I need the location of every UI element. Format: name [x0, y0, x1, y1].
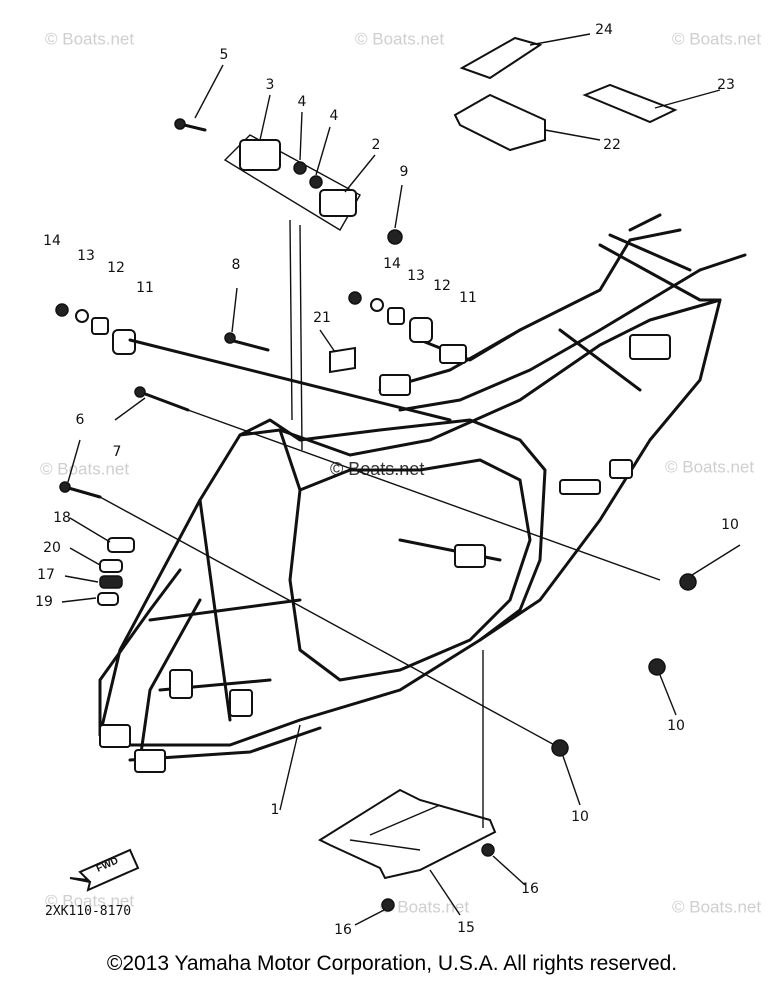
callout-4: 4: [298, 94, 307, 110]
watermark: © Boats.net: [45, 29, 134, 48]
callout-2: 2: [372, 137, 381, 153]
callout-12: 12: [433, 278, 451, 294]
callout-13: 13: [77, 248, 95, 264]
callout-13: 13: [407, 268, 425, 284]
leader-lines: [61, 33, 741, 926]
callout-11: 11: [459, 290, 477, 306]
callout-16: 16: [334, 922, 352, 938]
callout-9: 9: [400, 164, 409, 180]
callout-17: 17: [37, 567, 55, 583]
drawing-number: 2XK110-8170: [45, 904, 131, 919]
callout-15: 15: [457, 920, 475, 936]
callout-20: 20: [43, 540, 61, 556]
watermark: © Boats.net: [45, 891, 134, 910]
callout-14: 14: [383, 256, 401, 272]
main-frame: [98, 213, 747, 773]
callout-3: 3: [266, 77, 275, 93]
damper-stack: [97, 537, 135, 606]
callout-7: 7: [113, 444, 122, 460]
watermark: © Boats.net: [672, 29, 761, 48]
callout-16: 16: [521, 881, 539, 897]
watermark: © Boats.net: [672, 897, 761, 916]
watermark: © Boats.net: [665, 457, 754, 476]
callout-6: 6: [76, 412, 85, 428]
forward-direction-arrow: FWD: [69, 848, 140, 892]
callout-14: 14: [43, 233, 61, 249]
callout-10: 10: [721, 517, 739, 533]
callout-8: 8: [232, 257, 241, 273]
engine-mount-brackets: [174, 118, 403, 451]
callout-11: 11: [136, 280, 154, 296]
callout-12: 12: [107, 260, 125, 276]
upper-covers: [453, 36, 678, 152]
callout-22: 22: [603, 137, 621, 153]
callout-10: 10: [571, 809, 589, 825]
callout-18: 18: [53, 510, 71, 526]
callout-5: 5: [220, 47, 229, 63]
callout-4: 4: [330, 108, 339, 124]
collars: [551, 573, 697, 757]
callout-10: 10: [667, 718, 685, 734]
watermark: © Boats.net: [380, 897, 469, 916]
mount-hardware: [55, 291, 661, 749]
copyright-notice: ©2013 Yamaha Motor Corporation, U.S.A. A…: [106, 952, 678, 975]
watermark: © Boats.net: [355, 29, 444, 48]
callout-21: 21: [313, 310, 331, 326]
callout-1: 1: [271, 802, 280, 818]
watermarks: © Boats.net © Boats.net © Boats.net © Bo…: [40, 29, 761, 916]
callout-labels: 1 2 3 4 4 5 6 7 8 9 10 10 10 11 11 12 12…: [35, 22, 739, 938]
callout-24: 24: [595, 22, 613, 38]
callout-19: 19: [35, 594, 53, 610]
watermark: © Boats.net: [40, 459, 129, 478]
skid-plate: [317, 650, 497, 912]
callout-23: 23: [717, 77, 735, 93]
